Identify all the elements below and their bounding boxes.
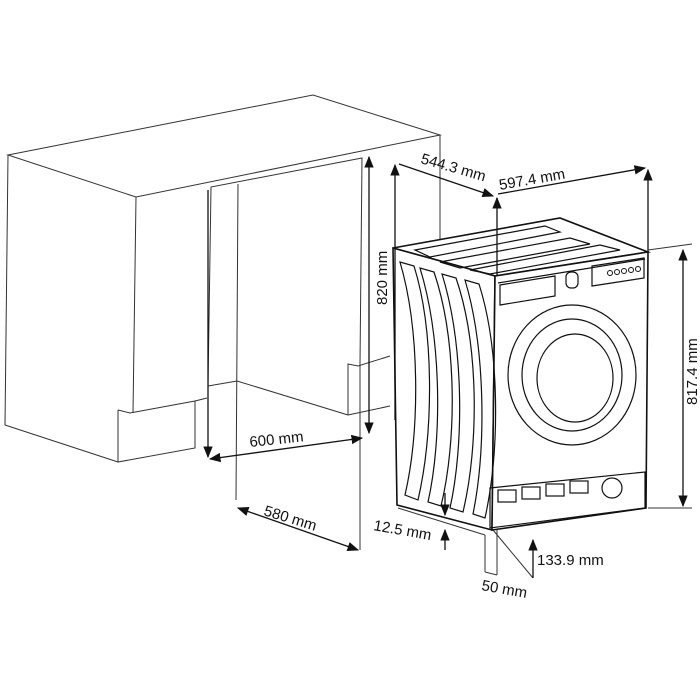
- label-width-top: 597.4 mm: [498, 166, 567, 194]
- label-machine-height: 817.4 mm: [684, 338, 700, 405]
- label-niche-height: 820 mm: [374, 251, 391, 305]
- label-niche-depth: 580 mm: [262, 503, 319, 535]
- label-depth-top: 544.3 mm: [419, 151, 488, 186]
- label-feet-adjust: 12.5 mm: [372, 517, 432, 544]
- dimension-lines: [203, 155, 693, 579]
- label-plinth-height: 133.9 mm: [537, 552, 604, 569]
- top-panel-ribs: [413, 225, 621, 275]
- label-niche-width: 600 mm: [249, 428, 305, 451]
- kitchen-cabinet: [4, 94, 442, 550]
- control-panel: [497, 257, 646, 306]
- door-porthole: [507, 304, 637, 446]
- service-panel: [489, 471, 646, 529]
- label-plinth-offset: 50 mm: [480, 577, 528, 602]
- washing-machine: [392, 217, 652, 532]
